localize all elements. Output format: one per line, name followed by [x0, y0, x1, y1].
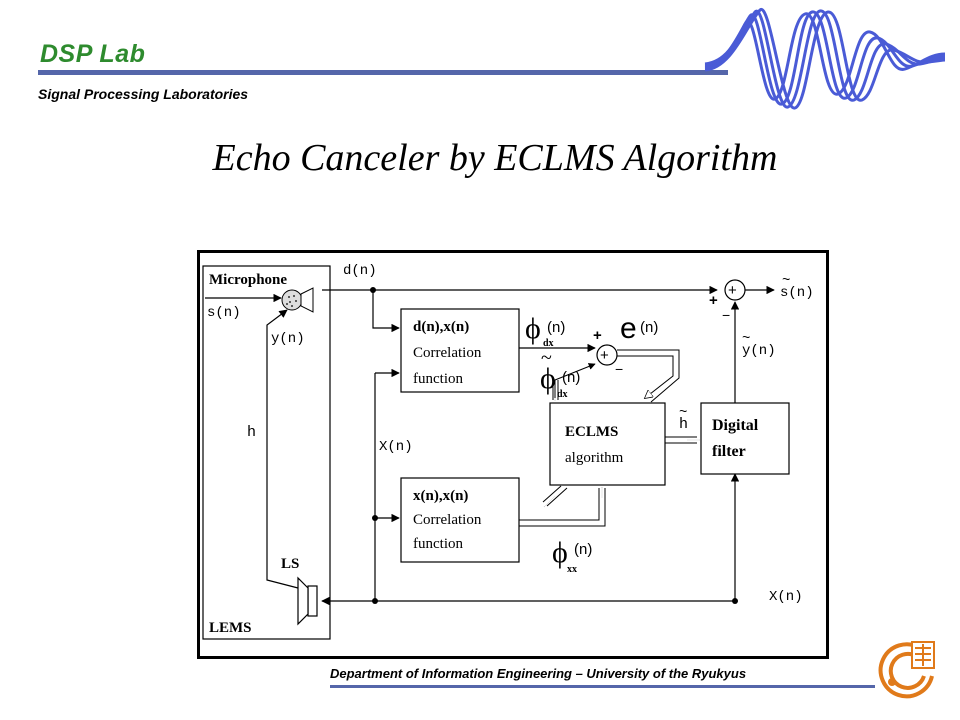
minus-sign-2: − — [615, 361, 623, 377]
svg-text:dx: dx — [543, 338, 554, 349]
footer-rule — [330, 685, 875, 688]
y-tilde-mark: ~ — [742, 331, 750, 347]
phi-dx-symbol: ϕ — [525, 312, 541, 345]
svg-text:d(n),x(n): d(n),x(n) — [413, 319, 469, 335]
svg-text:algorithm: algorithm — [565, 450, 624, 466]
slide-title: Echo Canceler by ECLMS Algorithm — [212, 137, 778, 179]
svg-text:(n): (n) — [562, 369, 580, 386]
svg-text:ECLMS: ECLMS — [565, 424, 618, 440]
lab-name: DSP Lab — [40, 40, 146, 68]
loudspeaker-icon — [297, 576, 318, 626]
x-n-mid-label: X(n) — [379, 439, 413, 455]
phi-xx-symbol: ϕ — [552, 536, 568, 569]
d-n-label: d(n) — [343, 263, 377, 279]
lems-box — [202, 265, 331, 640]
s-n-label: s(n) — [207, 305, 241, 321]
h-tilde-label: h — [679, 416, 688, 433]
microphone-label: Microphone — [209, 272, 287, 288]
y-tilde-n-label: y(n) — [742, 343, 776, 359]
corr-box-2 — [400, 477, 520, 563]
echo-canceler-diagram: Microphone LEMS s(n) y(n) h LS d(n) + ~ … — [197, 250, 829, 659]
echo-path — [266, 309, 299, 589]
svg-text:function: function — [413, 371, 463, 387]
s-tilde-n-label: s(n) — [780, 285, 814, 301]
error-symbol: e — [620, 312, 637, 345]
eclms-box — [549, 402, 666, 486]
svg-text:Correlation: Correlation — [413, 345, 482, 361]
wave-logo-icon — [704, 8, 946, 110]
x-n-bottom-label: X(n) — [769, 589, 803, 605]
s-tilde-mark: ~ — [782, 273, 790, 289]
error-summer — [596, 344, 618, 366]
svg-text:xx: xx — [567, 564, 577, 575]
svg-text:(n): (n) — [640, 319, 658, 336]
svg-text:Correlation: Correlation — [413, 512, 482, 528]
svg-text:+: + — [600, 347, 609, 364]
header-rule — [38, 70, 728, 75]
phi-tilde-dx-symbol: ϕ — [540, 362, 556, 395]
microphone-icon — [281, 287, 314, 313]
lab-subtitle: Signal Processing Laboratories — [38, 86, 249, 102]
svg-text:Digital: Digital — [712, 417, 759, 434]
h-label: h — [247, 424, 256, 441]
footer-text: Department of Information Engineering – … — [330, 666, 747, 681]
digital-filter-box — [700, 402, 790, 475]
plus-sign-1: + — [709, 292, 718, 309]
svg-text:dx: dx — [557, 389, 568, 400]
svg-text:function: function — [413, 536, 463, 552]
svg-text:filter: filter — [712, 443, 746, 460]
svg-text:+: + — [728, 282, 737, 299]
y-n-label: y(n) — [271, 331, 305, 347]
corr-box-1 — [400, 308, 520, 393]
ls-label: LS — [281, 556, 299, 572]
svg-text:(n): (n) — [547, 319, 565, 336]
svg-text:x(n),x(n): x(n),x(n) — [413, 488, 468, 504]
plus-sign-2: + — [593, 327, 602, 344]
university-seal-icon — [878, 641, 935, 699]
lems-label: LEMS — [209, 620, 252, 636]
svg-text:(n): (n) — [574, 541, 592, 558]
h-tilde-mark: ~ — [679, 405, 687, 421]
phi-tilde-mark: ~ — [541, 347, 552, 369]
minus-sign-1: − — [722, 307, 730, 323]
